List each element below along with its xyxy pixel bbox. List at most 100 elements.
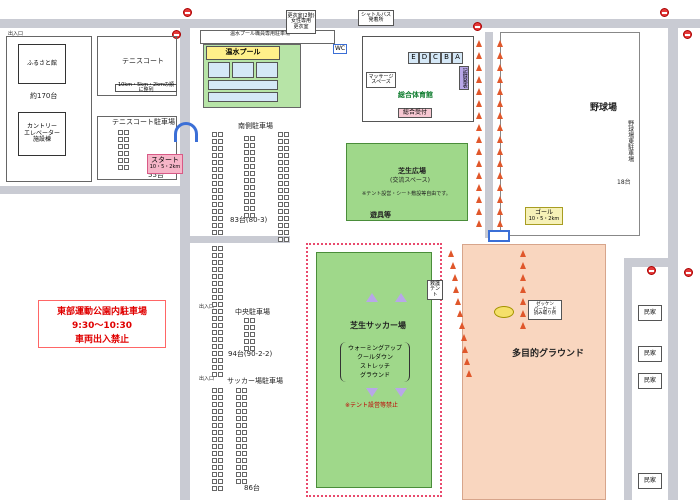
traffic-cone-icon (476, 88, 482, 95)
parking-stall (212, 260, 217, 265)
country-elevator-building: カントリー エレベーター 施設棟 (18, 112, 66, 156)
count-18-label: 18台 (617, 179, 631, 186)
parking-stall (218, 295, 223, 300)
pickup-box: ゼッケン パーカード 読み取り所 (528, 300, 562, 320)
parking-stall (212, 444, 217, 449)
traffic-cone-icon (449, 262, 456, 269)
parking-stall (244, 178, 249, 183)
gym-section-e: E (408, 52, 419, 64)
parking-stall (218, 223, 223, 228)
parking-stall (242, 437, 247, 442)
traffic-cone-icon (453, 286, 460, 293)
traffic-cone-icon (448, 250, 454, 257)
residence-box: 民家 (638, 373, 662, 389)
traffic-cone-icon (476, 208, 482, 215)
tent-box: 救護 テント (427, 280, 443, 300)
residence-label: 民家 (643, 349, 656, 357)
parking-stall (218, 230, 223, 235)
pool-annex (208, 80, 278, 90)
parking-stall (218, 344, 223, 349)
parking-stall (218, 153, 223, 158)
parking-stall (218, 302, 223, 307)
parking-stall (212, 430, 217, 435)
start-sub-label: 10・5・2km (149, 164, 181, 171)
parking-stall (236, 437, 241, 442)
parking-stall (212, 451, 217, 456)
traffic-cone-icon (497, 88, 503, 95)
playground-label: 遊具等 (370, 211, 391, 219)
parking-stall (244, 339, 249, 344)
volunteer-parking-label: 更衣室(2階) 女性専用 更衣室 (287, 12, 315, 30)
traffic-cone-icon (520, 262, 526, 269)
traffic-cone-icon (476, 64, 482, 71)
parking-stall (124, 158, 129, 163)
parking-stall (212, 253, 217, 258)
gym-letter-e: E (411, 53, 416, 62)
parking-stall (218, 395, 223, 400)
parking-stall (218, 472, 223, 477)
gym-letter-row: E D C B A (408, 52, 463, 64)
parking-stall (218, 260, 223, 265)
parking-stall (218, 337, 223, 342)
parking-stall (218, 216, 223, 221)
multipurpose-label: 多目的グラウンド (512, 349, 585, 359)
goal-gate (488, 230, 510, 242)
traffic-cone-icon (497, 148, 503, 155)
road-top (0, 19, 700, 28)
no-entry-icon (683, 30, 692, 39)
parking-stall (278, 195, 283, 200)
soccer-tent-note-label: ※テント設営等禁止 (345, 402, 399, 409)
traffic-cone-icon (476, 196, 482, 203)
traffic-cone-icon (520, 286, 526, 293)
parking-stall (218, 388, 223, 393)
parking-stall (212, 139, 217, 144)
residence-box: 民家 (638, 346, 662, 362)
parking-stall (278, 139, 283, 144)
parking-stall (218, 323, 223, 328)
traffic-cone-icon (476, 220, 482, 227)
parking-stall (218, 451, 223, 456)
parking-stall (278, 174, 283, 179)
parking-stall (242, 465, 247, 470)
parking-stall (244, 213, 249, 218)
parking-stall (236, 444, 241, 449)
parking-stall (284, 216, 289, 221)
parking-stall (212, 223, 217, 228)
parking-stall (212, 423, 217, 428)
parking-stall (218, 195, 223, 200)
parking-stall (250, 332, 255, 337)
parking-stall (284, 153, 289, 158)
tennis-parking-label: テニスコート駐車場 (112, 118, 175, 126)
parking-stall (278, 209, 283, 214)
up-arrow-icon (366, 293, 378, 302)
residence-label: 民家 (643, 476, 656, 484)
traffic-cone-icon (451, 274, 458, 281)
traffic-cone-icon (476, 136, 482, 143)
soccer-field (316, 252, 432, 488)
parking-stall (212, 395, 217, 400)
parking-stall (250, 143, 255, 148)
parking-stall (212, 323, 217, 328)
parking-stall (242, 423, 247, 428)
parking-stall (218, 132, 223, 137)
parking-stall (250, 157, 255, 162)
parking-stall (278, 160, 283, 165)
parking-stall (218, 146, 223, 151)
baseball-label: 野球場 (590, 103, 618, 113)
parking-stall (284, 188, 289, 193)
parking-stall (218, 202, 223, 207)
goal-sub-label: 10・5・2km (528, 215, 560, 222)
parking-stall (284, 139, 289, 144)
parking-stall (218, 246, 223, 251)
traffic-cone-icon (462, 346, 469, 353)
parking-stall (118, 130, 123, 135)
parking-stall (250, 150, 255, 155)
parking-stall (244, 164, 249, 169)
gym-letter-b: B (444, 53, 449, 62)
parking-stall (284, 202, 289, 207)
pool-staff-parking-label: 温水プール職員専用駐車場 (230, 31, 291, 37)
notice-time: 9:30〜10:30 (71, 321, 133, 331)
parking-stall (218, 139, 223, 144)
massage-box: マッサージ スペース (366, 72, 396, 88)
pool-building: 温水プール (206, 46, 280, 60)
